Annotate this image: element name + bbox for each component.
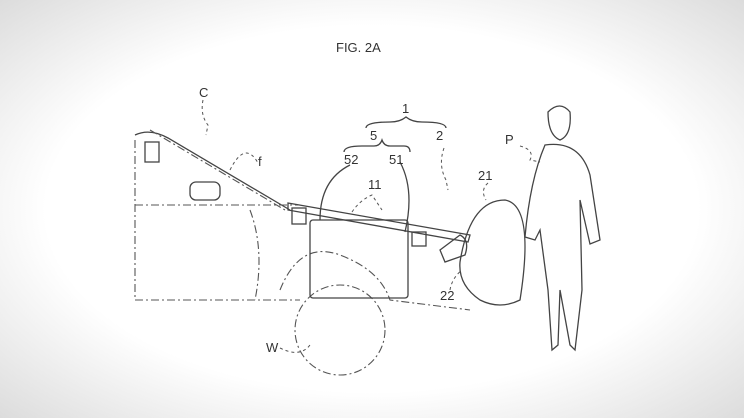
label-51: 51 bbox=[389, 152, 403, 167]
panel bbox=[309, 219, 409, 299]
label-frame: f bbox=[258, 154, 262, 169]
leader-lines bbox=[201, 99, 541, 353]
wheel-outline bbox=[294, 284, 386, 376]
person-figure bbox=[524, 105, 601, 352]
label-22: 22 bbox=[440, 288, 454, 303]
airbag-21 bbox=[459, 199, 526, 306]
label-52: 52 bbox=[344, 152, 358, 167]
label-unit2: 2 bbox=[436, 128, 443, 143]
charging-device bbox=[287, 161, 526, 306]
figure-title: FIG. 2A bbox=[336, 40, 381, 55]
label-11: 11 bbox=[368, 177, 382, 192]
car-outline bbox=[134, 129, 471, 376]
label-wheel: W bbox=[266, 340, 279, 355]
label-21: 21 bbox=[478, 168, 492, 183]
label-person: P bbox=[505, 132, 514, 147]
mirror-icon bbox=[144, 141, 160, 163]
side-mirror-icon bbox=[189, 181, 221, 201]
label-car: C bbox=[199, 85, 208, 100]
label-system: 1 bbox=[402, 101, 409, 116]
label-unit5: 5 bbox=[370, 128, 377, 143]
